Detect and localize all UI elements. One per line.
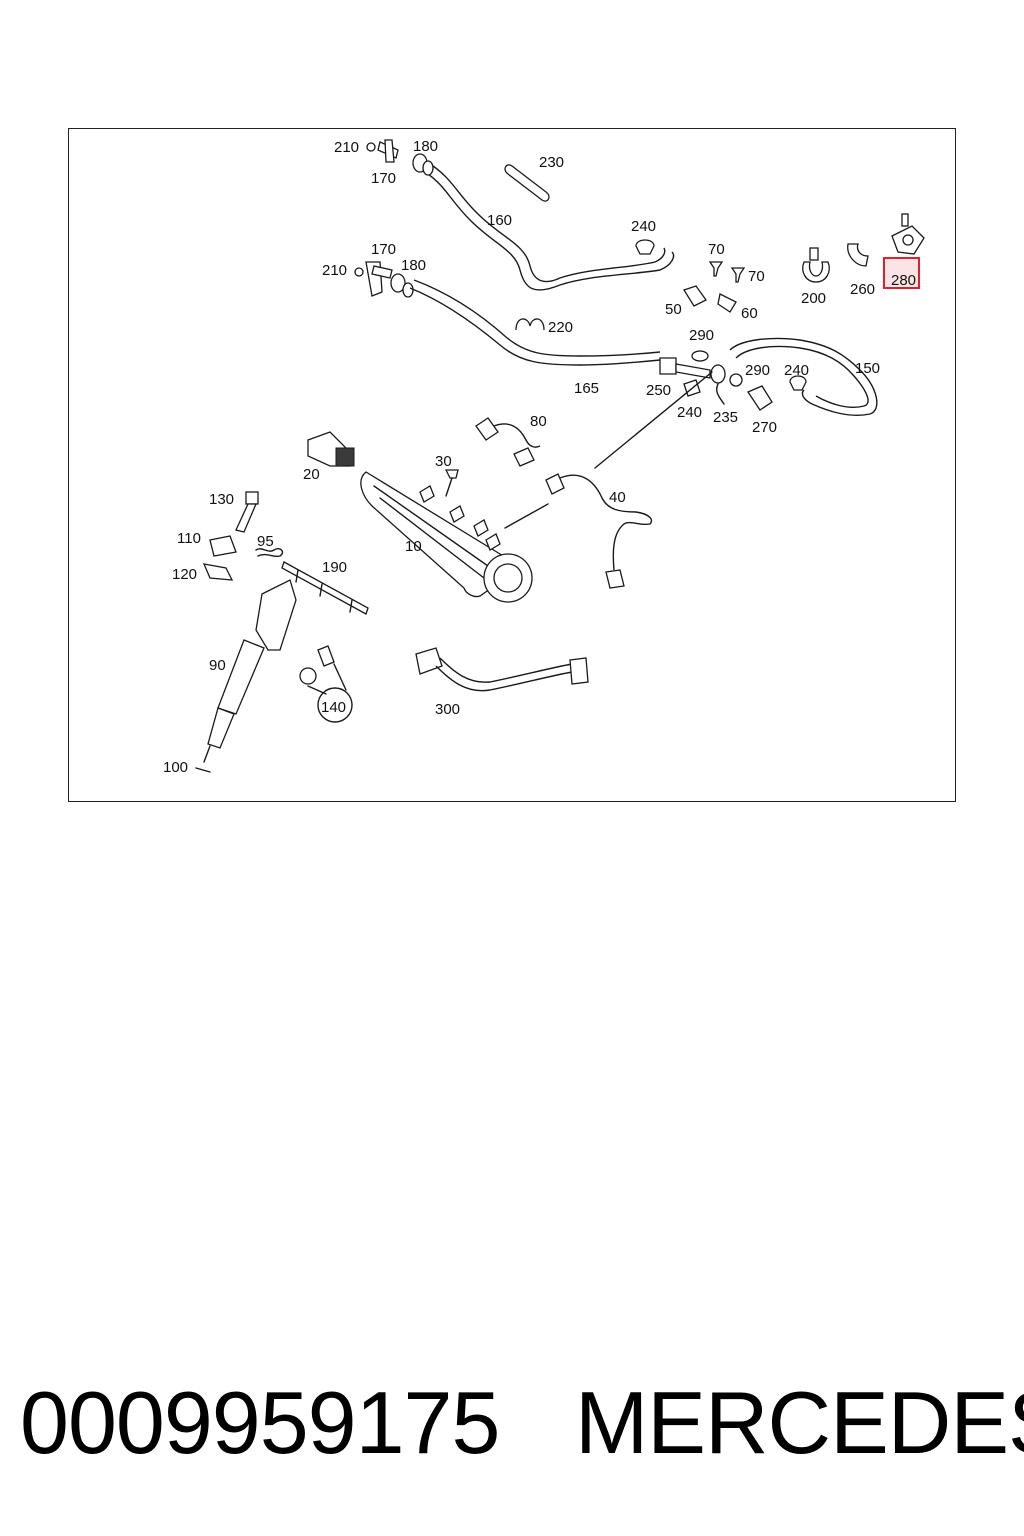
fuel-rail-10 [360, 471, 533, 603]
label-80: 80 [530, 413, 547, 430]
clamp-110 [209, 535, 237, 557]
clip-240-right [789, 375, 807, 391]
label-210-upper: 210 [334, 139, 359, 156]
label-165: 165 [574, 380, 599, 397]
bolts-70 [708, 261, 746, 283]
label-30: 30 [435, 453, 452, 470]
clip-240-top [635, 239, 655, 255]
pipe-40 [545, 473, 653, 589]
label-100: 100 [163, 759, 188, 776]
fitting-140 [299, 645, 353, 723]
clamp-120 [202, 563, 234, 581]
highlight-box-280 [883, 257, 920, 289]
part-labels: 210 180 170 230 160 240 70 70 170 210 18… [163, 138, 916, 776]
label-70-left: 70 [708, 241, 725, 258]
label-140: 140 [321, 699, 346, 716]
part-number: 0009959175 [20, 1373, 500, 1472]
label-60: 60 [741, 305, 758, 322]
label-90: 90 [209, 657, 226, 674]
clamp-260 [847, 243, 869, 267]
label-50: 50 [665, 301, 682, 318]
label-10: 10 [405, 538, 422, 555]
label-240-top: 240 [631, 218, 656, 235]
hose-150 [729, 337, 878, 416]
bolt-130 [235, 491, 259, 533]
seal-290-lower [729, 373, 743, 387]
hose-160 [424, 163, 675, 291]
parts-diagram: 210 180 170 230 160 240 70 70 170 210 18… [163, 138, 925, 776]
label-160: 160 [487, 212, 512, 229]
label-240-right: 240 [784, 362, 809, 379]
banjo-235 [710, 364, 726, 405]
fitting-group-lower [354, 261, 414, 298]
label-70-right: 70 [748, 268, 765, 285]
parts-diagram-frame [68, 128, 956, 802]
leader-line-b [504, 503, 549, 529]
hose-165 [409, 279, 661, 366]
injector-90 [203, 579, 297, 763]
label-210-lower: 210 [322, 262, 347, 279]
label-270: 270 [752, 419, 777, 436]
connector-250 [659, 357, 711, 379]
pipe-80 [475, 417, 541, 467]
label-280: 280 [891, 272, 916, 289]
label-260: 260 [850, 281, 875, 298]
seal-290-upper [691, 350, 709, 362]
leader-line-a [594, 371, 713, 469]
harness-190 [281, 561, 369, 615]
clip-220 [515, 318, 545, 331]
label-95: 95 [257, 533, 274, 550]
pipe-300 [415, 647, 589, 692]
label-110: 110 [177, 530, 201, 547]
fitting-group-upper [366, 139, 434, 176]
label-40: 40 [609, 489, 626, 506]
brand-name: MERCEDES [575, 1373, 1024, 1472]
label-170-upper: 170 [371, 170, 396, 187]
seal-100 [195, 767, 211, 773]
label-220: 220 [548, 319, 573, 336]
bracket-200 [802, 247, 830, 283]
label-170-lower: 170 [371, 241, 396, 258]
label-235: 235 [713, 409, 738, 426]
label-190: 190 [322, 559, 347, 576]
label-290-lower: 290 [745, 362, 770, 379]
seal-95 [255, 547, 284, 558]
label-250: 250 [646, 382, 671, 399]
label-20: 20 [303, 466, 320, 483]
label-300: 300 [435, 701, 460, 718]
sensor-270 [747, 385, 773, 411]
label-290-upper: 290 [689, 327, 714, 344]
part-50 [683, 285, 707, 307]
label-200: 200 [801, 290, 826, 307]
part-230 [504, 164, 550, 202]
label-230: 230 [539, 154, 564, 171]
label-240-mid: 240 [677, 404, 702, 421]
label-180-upper: 180 [413, 138, 438, 155]
label-180-lower: 180 [401, 257, 426, 274]
label-120: 120 [172, 566, 197, 583]
valve-280 [891, 213, 925, 255]
part-60 [717, 293, 737, 313]
screw-30 [444, 469, 459, 497]
label-130: 130 [209, 491, 234, 508]
footer: 0009959175 MERCEDES [20, 1368, 1024, 1478]
label-150: 150 [855, 360, 880, 377]
sensor-20 [307, 431, 355, 467]
